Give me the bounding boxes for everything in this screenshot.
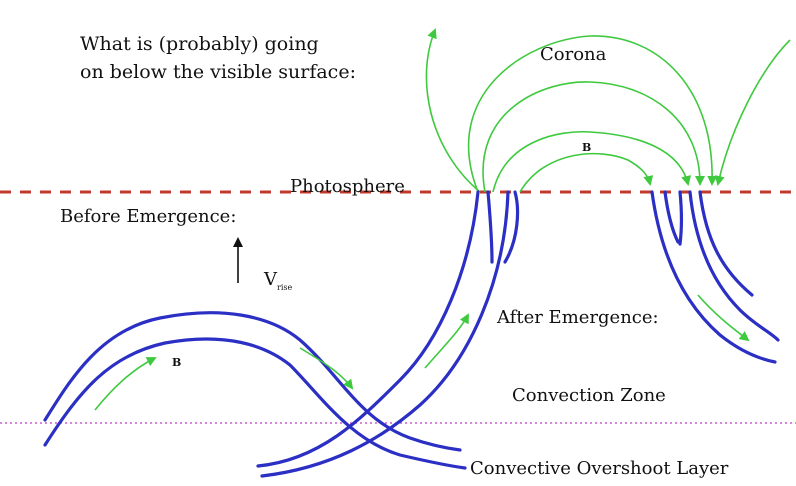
right-leg-arrow [697,294,750,342]
right-leg-short-strand-2 [678,190,684,246]
coronal-loop-middle [482,81,705,193]
rising-tube-field-label: B [172,356,181,369]
coronal-field-label: B [582,141,591,154]
coronal-field-lines [425,28,791,193]
corona-label: Corona [540,44,607,65]
right-leg-inner-strand [698,190,754,297]
rise-velocity-label: V [263,269,278,290]
coronal-loop-inner [492,130,692,193]
rising-flux-tube [43,311,467,470]
coronal-loop-outer [425,28,481,193]
coronal-loop-large [467,35,718,193]
left-leg-middle-strand [486,190,494,264]
left-leg-outer-edge [256,190,480,468]
emerged-tube-right-leg [650,190,780,364]
overshoot-layer-label: Convective Overshoot Layer [470,458,729,479]
coronal-loop-right [714,39,791,186]
rising-tube-field-arrows [94,347,354,411]
intro-text-line2: on below the visible surface: [80,61,356,83]
left-leg-field-arrows [424,313,469,369]
rising-tube-arrow-left [94,357,157,411]
right-leg-inner-edge [688,190,780,342]
convection-zone-label: Convection Zone [512,385,666,406]
rising-tube-upper-edge [43,311,462,452]
intro-text-line1: What is (probably) going [80,33,319,55]
right-leg-short-strand-1 [663,190,680,244]
before-emergence-label: Before Emergence: [60,206,236,227]
after-emergence-label: After Emergence: [496,307,659,328]
right-leg-field-arrows [697,294,750,342]
rising-tube-arrow-right [299,347,354,390]
photosphere-label: Photosphere [290,176,405,197]
rise-velocity-subscript: rise [277,283,292,292]
right-leg-outer-edge [650,190,777,364]
rising-tube-lower-edge [43,337,467,470]
coronal-loop-small [519,152,654,193]
left-leg-inner-edge [260,190,510,478]
emerged-tube-left-leg [256,190,520,478]
left-leg-arrow [424,313,469,369]
left-leg-short-strand [503,190,520,264]
